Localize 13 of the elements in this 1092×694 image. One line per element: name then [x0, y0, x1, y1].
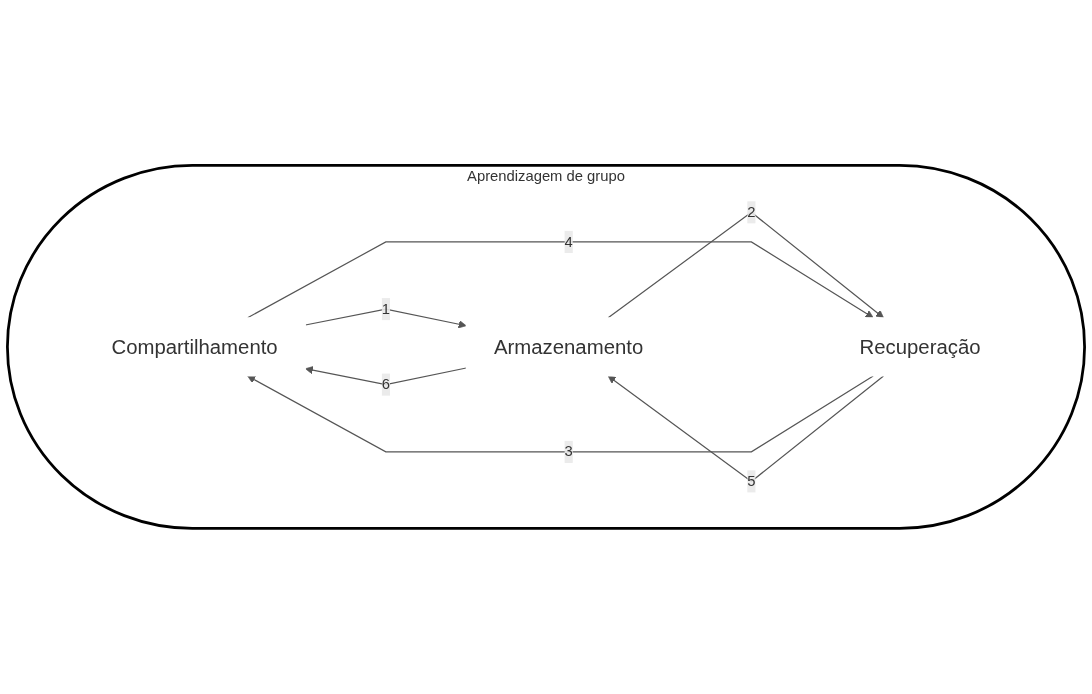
- edge-label: 4: [564, 233, 573, 250]
- edge-label: 5: [747, 473, 756, 489]
- node-text: Compartilhamento: [111, 335, 278, 359]
- node-text: Recuperação: [859, 335, 981, 359]
- arrow: [304, 308, 467, 329]
- arrow: [247, 241, 874, 319]
- edge-label: 2: [747, 204, 756, 220]
- node-text: Armazenamento: [493, 335, 644, 359]
- edge-label: 1: [381, 300, 390, 317]
- edge-label: 6: [381, 376, 390, 393]
- arrow: [247, 375, 874, 453]
- edge-label: 3: [564, 443, 573, 460]
- arrow: [305, 366, 467, 386]
